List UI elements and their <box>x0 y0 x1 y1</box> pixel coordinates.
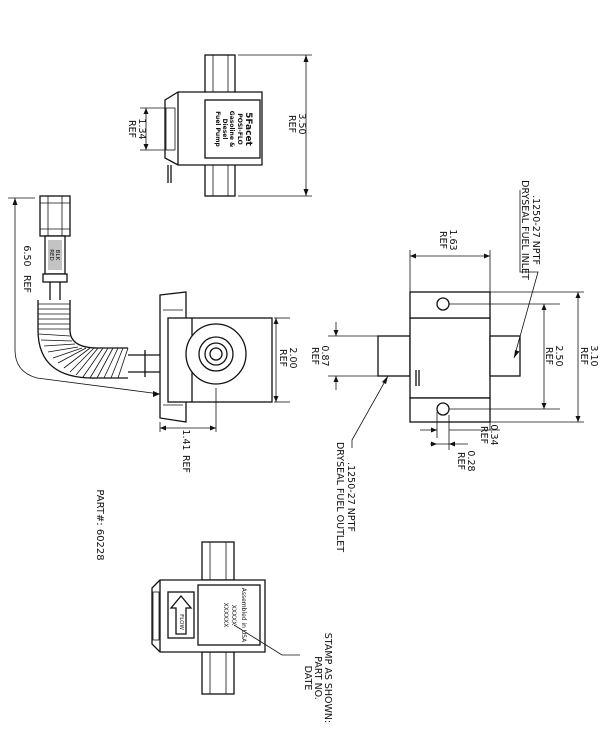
label-fuel-2: Diesel <box>221 119 228 140</box>
dim-band-ref: REF <box>126 120 137 138</box>
dim-body-value: 2.00 <box>287 347 298 368</box>
stamp-note-date: DATE <box>302 666 313 691</box>
stamp-date-placeholder: XXXXXX <box>222 603 229 628</box>
wire-label-1: BLK <box>54 250 60 261</box>
dim-outlet-value: 0.87 <box>319 345 330 366</box>
dim-outlet-ref: REF <box>309 347 320 365</box>
dim-depth-value: 1.63 <box>447 229 458 250</box>
top-view: 5Facet POSI-FLO Gasoline & Diesel Fuel P… <box>126 54 312 197</box>
dim-band-value: 1.34 <box>136 118 147 139</box>
side-view: 6.50 REF BLK RED <box>8 195 298 473</box>
part-number: PART#: 60228 <box>94 489 105 560</box>
outlet-label: DRYSEAL FUEL OUTLET <box>334 442 345 552</box>
flow-label: FLOW <box>178 614 184 630</box>
front-view: 1.63 REF .1250-27 NPTF DRYSEAL FUEL INLE… <box>309 180 599 552</box>
inlet-thread: .1250-27 NPTF <box>530 195 541 265</box>
dim-holes-value: 2.50 <box>553 345 564 366</box>
outlet-thread: .1250-27 NPTF <box>345 462 356 532</box>
dim-holes-ref: REF <box>543 347 554 365</box>
dim-mount-ref: REF <box>180 455 191 473</box>
dim-length-value: 6.50 <box>21 245 32 266</box>
label-fuel-3: Fuel Pump <box>214 111 221 147</box>
stamp-note-part: PART NO. <box>312 656 323 700</box>
dim-width-ref: REF <box>578 347 589 365</box>
dim-hole-offset-ref: REF <box>478 426 489 444</box>
inlet-label: DRYSEAL FUEL INLET <box>519 180 530 280</box>
dim-length-ref: REF <box>21 275 32 293</box>
hose-corrugation <box>38 303 129 379</box>
label-fuel-1: Gasoline & <box>228 111 235 147</box>
dim-hole-dia-value: 0.28 <box>465 450 476 471</box>
wire-label-2: RED <box>48 249 54 261</box>
outlet-port-ring <box>185 323 247 385</box>
dim-depth-ref: REF <box>437 231 448 249</box>
stamp-part-placeholder: XXXXX <box>230 605 237 626</box>
dim-width-value: 3.10 <box>588 345 599 366</box>
dim-hole-dia-ref: REF <box>455 452 466 470</box>
label-brand: 5Facet <box>243 112 253 146</box>
dim-height-value: 3.50 <box>296 113 307 134</box>
label-product: POSI-FLO <box>236 113 243 144</box>
stamp-assembled: Assembled in USA <box>240 588 247 643</box>
dim-height-ref: REF <box>286 115 297 133</box>
dim-hole-offset-value: 0.34 <box>488 424 499 445</box>
stamp-note-title: STAMP AS SHOWN: <box>322 633 333 723</box>
electrical-connector <box>39 195 71 237</box>
product-label <box>204 99 261 159</box>
dim-mount-value: 1.41 <box>180 429 191 450</box>
flow-arrow-icon <box>169 594 193 635</box>
bottom-view: FLOW Assembled in USA XXXXX XXXXXX STAMP… <box>151 541 333 723</box>
dim-body-ref: REF <box>277 349 288 367</box>
